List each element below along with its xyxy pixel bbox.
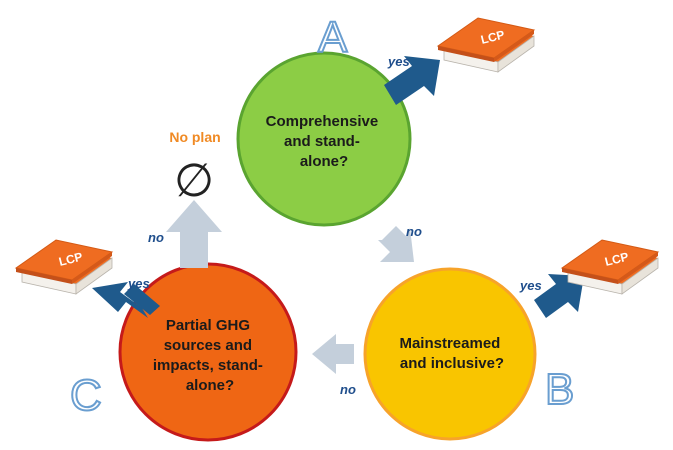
book-icon-b: LCP [561,239,659,295]
empty-set-icon: ∅ [174,153,214,207]
circle-b-line-1: Mainstreamed [399,335,500,352]
circle-a: Comprehensive and stand- alone? [236,51,412,227]
circle-a-line-1: Comprehensive [266,113,379,130]
book-b-label: LCP [603,250,630,269]
svg-text:Mainstreamed and inclusi: Mainstreamed and inclusive? [399,335,504,372]
circle-a-line-3: alone? [300,153,348,170]
no-label-a-b: no [406,224,422,239]
letter-a: A [318,13,348,62]
book-a-label: LCP [479,28,506,47]
letter-c: C [70,371,102,420]
svg-text:Partial GHG sources and: Partial GHG sources and impacts, stand- … [153,317,267,394]
book-icon-a: LCP [437,17,535,73]
book-c-label: LCP [57,250,84,269]
no-label-b-c: no [340,382,356,397]
yes-label-c: yes [127,276,150,291]
yes-arrow-c-body [124,284,160,315]
no-label-c-up: no [148,230,164,245]
no-arrow-a-to-b [378,226,414,262]
circle-c-line-3: impacts, stand- [153,357,263,374]
circle-c-line-2: sources and [164,337,252,354]
yes-label-a: yes [387,54,410,69]
circle-b: Mainstreamed and inclusive? [363,267,537,441]
circle-b-line-2: and inclusive? [400,355,504,372]
circle-c-line-1: Partial GHG [166,317,250,334]
yes-label-b: yes [519,278,542,293]
book-icon-c: LCP [15,239,113,295]
no-arrow-c-up [166,200,222,268]
no-plan-label: No plan [169,129,220,145]
circle-c-line-4: alone? [186,377,234,394]
svg-text:Comprehensive and stand-: Comprehensive and stand- alone? [266,113,383,170]
circle-a-line-2: and stand- [284,133,360,150]
yes-arrow-a [384,56,440,105]
yes-arrow-c [92,282,148,318]
no-arrow-b-to-c [312,334,354,374]
yes-arrow-b [534,274,584,318]
letter-b: B [545,365,574,414]
